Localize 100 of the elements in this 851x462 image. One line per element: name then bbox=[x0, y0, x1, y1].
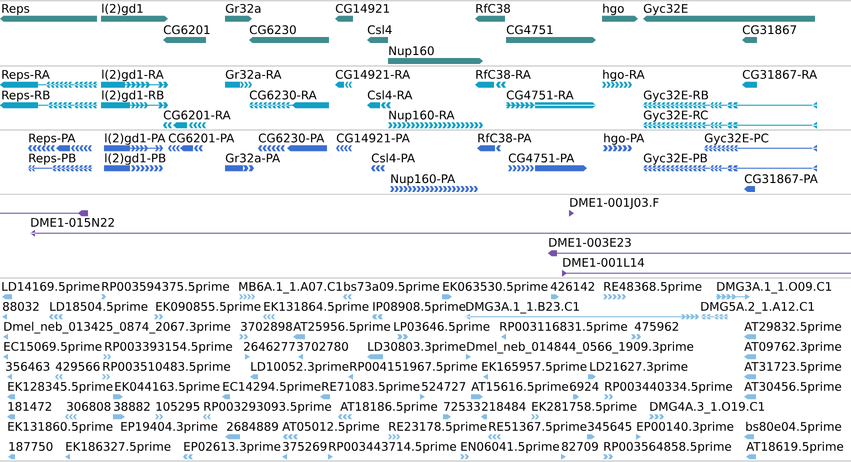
feature-label: RfC38-PA bbox=[478, 133, 532, 142]
feature-label: 2646277 bbox=[244, 342, 295, 351]
feature-label: AT25956.5prime bbox=[293, 322, 390, 334]
feature-label: EK281758.5prime bbox=[532, 402, 636, 414]
feature-label: RP003440334.5prime bbox=[605, 382, 732, 394]
feature-label: DMG3A.1_1.B23.C1 bbox=[466, 302, 579, 314]
feature-label: hgo bbox=[603, 4, 624, 16]
feature-label: CG4751-RA bbox=[506, 90, 574, 100]
feature-label: 88032 bbox=[3, 302, 39, 311]
feature-label: 356463 bbox=[6, 362, 50, 371]
feature-label: DMG4A.3_1.O19.C1 bbox=[650, 402, 764, 414]
feature-label: LD14169.5prime bbox=[2, 282, 100, 294]
feature-label: Gyc32E-PC bbox=[704, 134, 768, 145]
feature-label: 306808 bbox=[67, 402, 110, 411]
feature-label: Nup160 bbox=[389, 46, 434, 58]
feature-label: CG14921-PA bbox=[336, 134, 410, 142]
feature-label: EK128345.5prime bbox=[8, 382, 112, 394]
feature-label: RP003443714.5prime bbox=[329, 442, 456, 454]
feature-label: CG6230 bbox=[250, 25, 296, 34]
feature-label: RE23178.5prime bbox=[389, 422, 486, 434]
feature-label: bs80e04.5prime bbox=[746, 422, 842, 434]
feature-label: EN06041.5prime bbox=[461, 442, 560, 454]
feature-label: Gyc32E-PB bbox=[644, 154, 707, 165]
feature-label: 429566 bbox=[56, 362, 100, 371]
feature-label: CG6230-RA bbox=[250, 90, 317, 100]
feature-label: CG4751-PA bbox=[508, 154, 574, 162]
feature-label: l(2)gd1-PB bbox=[105, 153, 166, 165]
feature-label: Csl4-RA bbox=[368, 90, 412, 100]
feature-label: Reps-RA bbox=[2, 70, 50, 82]
feature-label: Csl4 bbox=[368, 25, 392, 34]
feature-label: AT05012.5prime bbox=[282, 422, 380, 434]
feature-label: Reps-PA bbox=[29, 134, 76, 145]
feature-label: 181472 bbox=[8, 402, 52, 411]
feature-label: LD10052.3prime bbox=[251, 362, 348, 374]
feature-label: l(2)gd1-PA bbox=[105, 133, 166, 145]
feature-label: RE51367.5prime bbox=[489, 422, 586, 434]
feature-label: 3702780 bbox=[297, 342, 348, 351]
feature-label: CG6230-PA bbox=[258, 134, 324, 142]
feature-label: CG31867 bbox=[742, 25, 796, 34]
feature-label: 187750 bbox=[10, 442, 52, 451]
feature-label: CG4751 bbox=[506, 25, 553, 34]
feature-label: 6924 bbox=[570, 382, 599, 391]
feature-label: EC15069.5prime bbox=[4, 342, 102, 354]
feature-label: DMG5A.2_1.A12.C1 bbox=[701, 302, 814, 314]
feature-label: 524727 bbox=[422, 382, 466, 391]
feature-label: CG14921 bbox=[336, 4, 390, 13]
feature-label: 38882 bbox=[114, 402, 150, 411]
feature-label: 3702898 bbox=[241, 322, 292, 331]
feature-label: RP004151967.5prime bbox=[350, 362, 478, 374]
feature-label: Reps-PB bbox=[29, 154, 76, 165]
feature-label: CG6201 bbox=[164, 25, 210, 34]
feature-label: AT18619.5prime bbox=[746, 442, 844, 454]
feature-label: Gr32a-RA bbox=[226, 70, 282, 79]
feature-label: DME1-003E23 bbox=[549, 238, 631, 247]
feature-label: RP003293093.5prime bbox=[204, 402, 332, 414]
feature-label: RP003564858.5prime bbox=[604, 442, 732, 454]
feature-label: 426142 bbox=[550, 282, 594, 291]
feature-label: IP08908.5prime bbox=[373, 302, 466, 314]
feature-label: Gyc32E-RB bbox=[644, 90, 708, 102]
feature-label: hgo-PA bbox=[604, 133, 644, 145]
feature-label: Nup160-RA bbox=[389, 110, 454, 122]
feature-label: EK131860.5prime bbox=[8, 422, 112, 434]
feature-label: RfC38-RA bbox=[476, 70, 531, 79]
feature-label: DME1-001L14 bbox=[563, 258, 644, 267]
feature-label: CG31867-PA bbox=[744, 174, 818, 184]
feature-label: EK063530.5prime bbox=[443, 282, 548, 294]
feature-label: EP00140.3prime bbox=[637, 422, 734, 434]
feature-label: AT15616.5prime bbox=[471, 382, 568, 394]
feature-label: AT09762.3prime bbox=[744, 342, 842, 354]
feature-label: l(2)gd1-RA bbox=[102, 70, 164, 82]
feature-label: RE48368.5prime bbox=[604, 282, 702, 294]
feature-label: l(2)gd1-RB bbox=[102, 90, 164, 102]
feature-label: RP003510483.5prime bbox=[103, 362, 230, 374]
feature-label: CG6201-PA bbox=[168, 134, 234, 142]
feature-label: MB6A.1_1.A07.C1 bbox=[239, 282, 342, 294]
feature-label: 218484 bbox=[482, 402, 526, 411]
feature-label: 105295 bbox=[156, 402, 200, 411]
feature-label: EK131864.5prime bbox=[264, 302, 368, 314]
feature-label: l(2)gd1 bbox=[102, 4, 143, 16]
feature-label: 82709 bbox=[562, 442, 598, 451]
feature-label: hgo-RA bbox=[603, 70, 645, 82]
feature-label: AT29832.5prime bbox=[744, 322, 842, 334]
feature-label: LP03646.5prime bbox=[394, 322, 490, 334]
feature-label: EK165957.5prime bbox=[482, 362, 586, 374]
feature-label: 475962 bbox=[634, 322, 678, 331]
feature-label: 375269 bbox=[283, 442, 326, 451]
feature-label: RfC38 bbox=[476, 4, 510, 13]
feature-label: AT18186.5prime bbox=[340, 402, 438, 414]
feature-label: DMG3A.1_1.O09.C1 bbox=[717, 282, 832, 294]
feature-label: Dmel_neb_013425_0874_2067.3prime bbox=[4, 322, 230, 334]
feature-label: CG6201-RA bbox=[164, 110, 231, 120]
feature-label: Gr32a bbox=[226, 4, 260, 13]
feature-label: Reps-RB bbox=[2, 90, 50, 102]
feature-label: AT31723.5prime bbox=[744, 362, 842, 374]
feature-label: Reps bbox=[2, 4, 30, 16]
feature-label: Dmel_neb_014844_0566_1909.3prime bbox=[467, 342, 694, 354]
feature-label: RP003594375.5prime bbox=[102, 282, 230, 294]
feature-label: Csl4-PA bbox=[372, 153, 415, 162]
feature-label: LD30803.3prime bbox=[368, 342, 466, 354]
feature-label: EK186327.5prime bbox=[66, 442, 170, 454]
